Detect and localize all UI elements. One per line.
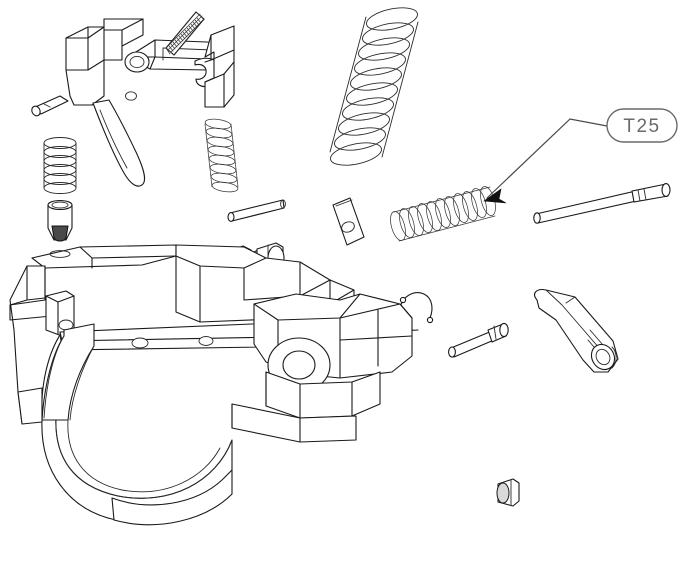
part-hammer-body (204, 25, 235, 108)
callout-leader-line (486, 118, 608, 199)
part-trigger (65, 18, 146, 187)
callout-t25[interactable]: T25 (483, 108, 678, 204)
part-disconnector-spring (204, 118, 239, 193)
part-sear-spring (165, 11, 205, 56)
callout-arrowhead (483, 188, 507, 204)
callout-box (606, 108, 678, 143)
part-trigger-pin-small (31, 95, 69, 117)
part-trigger-plunger (47, 199, 73, 242)
part-trigger-spring (43, 137, 77, 194)
part-guide-rod (533, 183, 671, 224)
part-recoil-spring (390, 186, 496, 242)
part-flat-plate (332, 197, 365, 246)
part-pivot-pin (227, 199, 286, 222)
callout-label: T25 (623, 116, 660, 137)
part-headed-pin (448, 322, 509, 358)
part-hammer-lever (534, 289, 619, 373)
part-housing (9, 244, 413, 526)
part-bushing-plug (496, 478, 520, 507)
part-hammer-spring (329, 7, 419, 166)
